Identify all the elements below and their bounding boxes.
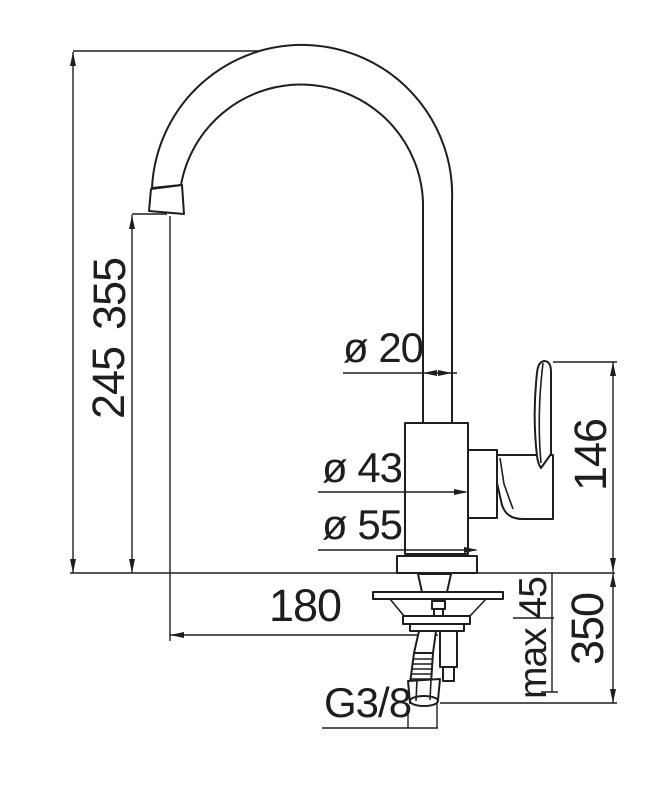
- arrowhead-down: [129, 559, 135, 573]
- handle-lever-edge: [538, 362, 544, 464]
- arrowhead-down: [610, 558, 616, 572]
- g38-nut-bottom: [409, 695, 439, 707]
- leader-lines-over: [318, 370, 478, 729]
- arrowhead-up: [129, 215, 135, 229]
- arrowhead-up: [610, 573, 616, 587]
- arrowhead-left: [170, 632, 184, 638]
- hose-left-upper: [413, 630, 437, 654]
- arrowhead-down: [70, 559, 76, 573]
- clamping-nut-step: [409, 623, 465, 632]
- handle-cover-contour: [499, 457, 514, 510]
- base-flange: [396, 555, 478, 574]
- spout-aerator-tip: [148, 184, 185, 215]
- label-handle-height: 146: [565, 419, 616, 491]
- handle-lever: [533, 360, 552, 469]
- hex-facet-right: [429, 679, 432, 701]
- arrowhead-up: [610, 362, 616, 376]
- label-total-height: 355: [84, 258, 135, 330]
- spout-arc-tube: [151, 43, 454, 424]
- arrowhead-up: [70, 52, 76, 66]
- arrowhead-down: [610, 689, 616, 703]
- label-spout-reach: 180: [269, 580, 341, 631]
- arrowhead-left: [423, 370, 437, 376]
- hose-right-end: [442, 666, 455, 682]
- cartridge-housing: [467, 449, 498, 519]
- mounting-brace-left: [389, 598, 405, 617]
- label-spout-tube-diameter: ø 20: [343, 324, 423, 371]
- label-spout-outlet-height: 245: [83, 347, 134, 419]
- label-hose-length: 350: [562, 593, 613, 665]
- arrowhead-right: [438, 370, 452, 376]
- label-thread-size: G3/8: [324, 679, 411, 726]
- mounting-brace-right: [469, 598, 487, 617]
- dimension-labels: 355 245 ø 20 ø 43 ø 55 146 180 max 45 35…: [83, 258, 616, 726]
- mounting-plate: [372, 591, 504, 600]
- hex-facet-left: [415, 679, 418, 702]
- label-body-diameter: ø 43: [322, 444, 402, 491]
- hose-right-upper: [439, 630, 458, 668]
- clamping-nut: [402, 615, 471, 625]
- label-max-mounting-thickness: max 45: [512, 577, 555, 699]
- label-base-diameter: ø 55: [322, 501, 402, 548]
- faucet-body: [404, 422, 469, 555]
- threaded-shank: [417, 573, 452, 593]
- arrowhead-right: [464, 547, 478, 553]
- faucet-outline: [148, 43, 554, 707]
- stud-nut: [431, 600, 446, 610]
- arrowhead-right: [454, 489, 468, 495]
